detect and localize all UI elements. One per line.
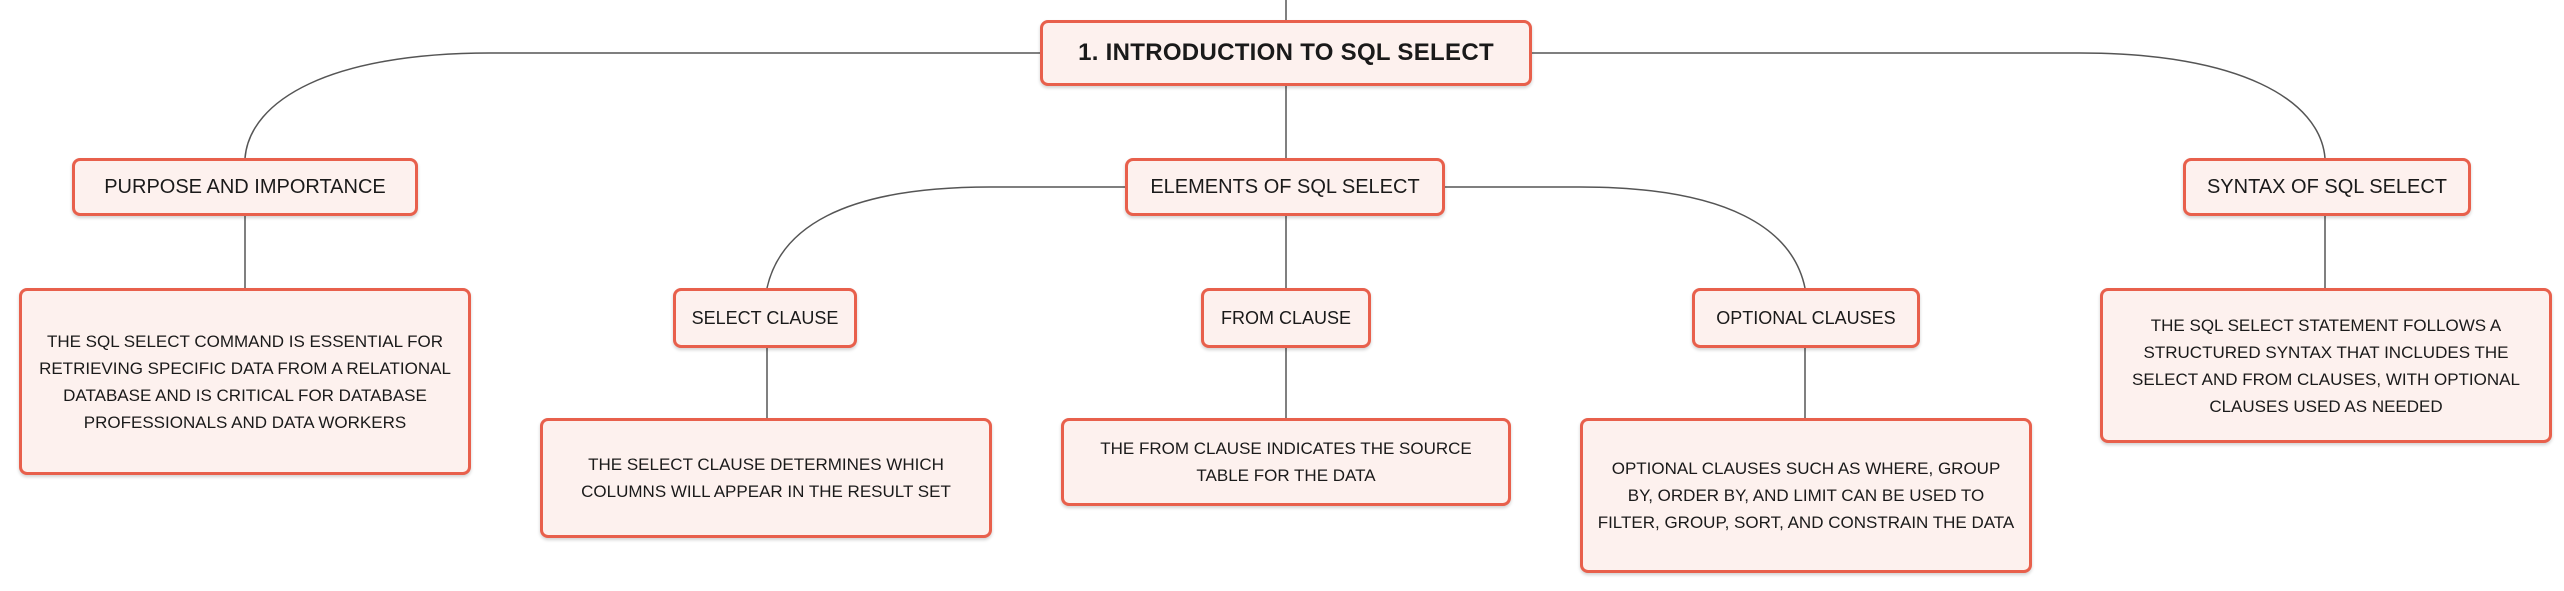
- optional-clauses-title: OPTIONAL CLAUSES: [1716, 307, 1896, 328]
- select-clause-description: THE SELECT CLAUSE DETERMINES WHICH COLUM…: [581, 455, 951, 501]
- from-clause-title: FROM CLAUSE: [1220, 307, 1352, 328]
- root-node[interactable]: 1. INTRODUCTION TO SQL SELECT: [1040, 20, 1532, 86]
- from-clause-node[interactable]: FROM CLAUSE: [1201, 288, 1371, 348]
- root-title: 1. INTRODUCTION TO SQL SELECT: [1078, 39, 1494, 66]
- syntax-description-node[interactable]: THE SQL SELECT STATEMENT FOLLOWS A STRUC…: [2100, 288, 2552, 443]
- optional-clauses-node[interactable]: OPTIONAL CLAUSES: [1692, 288, 1920, 348]
- connector-root-syntax: [1532, 52, 2326, 159]
- purpose-node[interactable]: PURPOSE AND IMPORTANCE: [72, 158, 418, 216]
- select-clause-node[interactable]: SELECT CLAUSE: [673, 288, 857, 348]
- from-clause-description-node[interactable]: THE FROM CLAUSE INDICATES THE SOURCE TAB…: [1061, 418, 1511, 506]
- syntax-title: SYNTAX OF SQL SELECT: [2206, 175, 2448, 198]
- from-clause-description: THE FROM CLAUSE INDICATES THE SOURCE TAB…: [1100, 439, 1472, 485]
- elements-title: ELEMENTS OF SQL SELECT: [1150, 175, 1420, 198]
- connector-root-purpose: [244, 52, 1040, 159]
- purpose-description: THE SQL SELECT COMMAND IS ESSENTIAL FOR …: [39, 331, 451, 432]
- syntax-node[interactable]: SYNTAX OF SQL SELECT: [2183, 158, 2471, 216]
- connector-elements-select: [766, 186, 1125, 289]
- syntax-description: THE SQL SELECT STATEMENT FOLLOWS A STRUC…: [2132, 315, 2520, 416]
- select-clause-title: SELECT CLAUSE: [691, 307, 839, 328]
- elements-node[interactable]: ELEMENTS OF SQL SELECT: [1125, 158, 1445, 216]
- select-clause-description-node[interactable]: THE SELECT CLAUSE DETERMINES WHICH COLUM…: [540, 418, 992, 538]
- optional-clauses-description-node[interactable]: OPTIONAL CLAUSES SUCH AS WHERE, GROUP BY…: [1580, 418, 2032, 573]
- connector-elements-optional: [1445, 186, 1806, 289]
- optional-clauses-description: OPTIONAL CLAUSES SUCH AS WHERE, GROUP BY…: [1597, 459, 2015, 532]
- purpose-description-node[interactable]: THE SQL SELECT COMMAND IS ESSENTIAL FOR …: [19, 288, 471, 475]
- purpose-title: PURPOSE AND IMPORTANCE: [104, 175, 386, 198]
